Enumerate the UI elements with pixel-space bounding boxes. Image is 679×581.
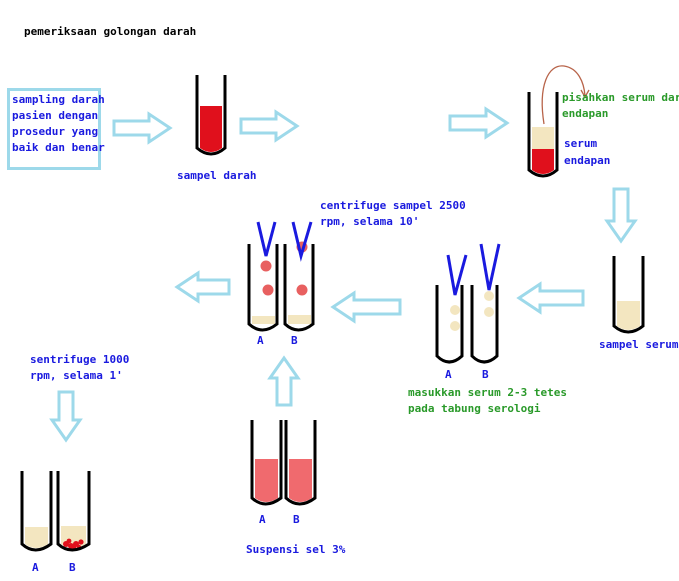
serum-drop — [450, 321, 460, 331]
separated-serum-tube — [527, 65, 590, 178]
arrow-down-2 — [49, 390, 83, 443]
serum-drop — [484, 307, 494, 317]
centrifuge-tubes-2500 — [247, 221, 315, 332]
serum-drop — [484, 291, 494, 301]
cell-suspension-label: Suspensi sel 3% — [246, 543, 346, 556]
tube-a-label: A — [445, 368, 452, 381]
tube-b-label: B — [293, 513, 300, 526]
cell-drop — [260, 260, 272, 272]
arrow-left-1 — [516, 281, 585, 315]
serum-sample-tube — [612, 256, 645, 334]
blood-sample-tube — [195, 75, 227, 156]
arrow-up-1 — [267, 355, 301, 407]
sediment-label: endapan — [564, 154, 611, 167]
arrow-down-1 — [604, 187, 638, 244]
cell-drop — [296, 284, 308, 296]
sampling-step-label: sampling darah pasien dengan prosedur ya… — [12, 93, 105, 154]
separate-serum-label: pisahkan serum dari endapan — [562, 91, 679, 120]
diagram-title: pemeriksaan golongan darah — [24, 25, 197, 38]
cell-drop — [262, 284, 274, 296]
serum-label: serum — [564, 137, 598, 150]
serum-sample-label: sampel serum — [599, 338, 679, 351]
tube-b-label: B — [291, 334, 298, 347]
centrifuge-1000-label: sentrifuge 1000 rpm, selama 1' — [30, 353, 130, 382]
tube-a-label: A — [32, 561, 39, 574]
pipette-icon — [256, 221, 277, 257]
arrow-right-1 — [112, 111, 173, 145]
arrow-left-2 — [330, 290, 402, 324]
centrifuge-2500-label: centrifuge sampel 2500 rpm, selama 10' — [320, 199, 466, 228]
tube-b-label: B — [69, 561, 76, 574]
tube-b-label: B — [482, 368, 489, 381]
separation-curve — [541, 65, 586, 125]
agglutination-clumps — [63, 538, 84, 551]
arrow-right-3 — [448, 106, 510, 140]
cell-suspension-tubes — [250, 420, 317, 506]
add-serum-label: masukkan serum 2-3 tetes pada tabung ser… — [408, 386, 567, 415]
pipette-icon — [446, 254, 468, 296]
serology-tubes-serum — [435, 243, 501, 364]
tube-a-label: A — [257, 334, 264, 347]
pipette-icon — [479, 243, 501, 291]
final-tubes-1000 — [20, 471, 91, 552]
serum-drop — [450, 305, 460, 315]
tube-a-label: A — [259, 513, 266, 526]
pipette-icon — [291, 221, 313, 262]
sampling-box — [7, 88, 101, 170]
arrow-left-3 — [174, 270, 231, 304]
blood-sample-label: sampel darah — [177, 169, 257, 182]
arrow-right-2 — [239, 109, 300, 143]
